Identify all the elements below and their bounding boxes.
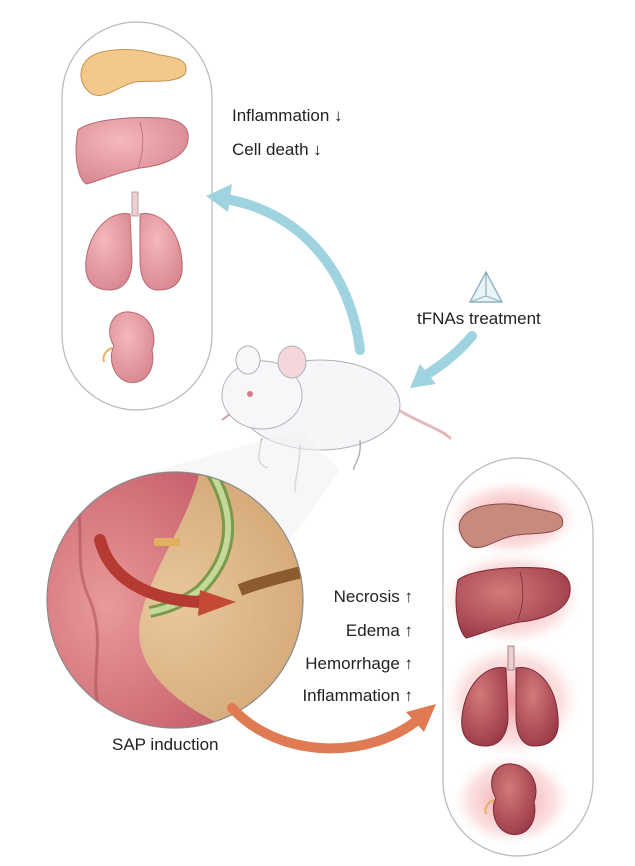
injured-pancreas xyxy=(458,503,564,549)
effect-label-cell-death-down: Cell death ↓ xyxy=(232,140,322,159)
injured-lung-right xyxy=(515,667,559,747)
treatment-label: tFNAs treatment xyxy=(417,309,541,328)
recovery-arrow xyxy=(215,193,365,355)
healthy-organs-panel xyxy=(61,21,213,411)
sap-induction-label: SAP induction xyxy=(112,735,219,754)
tetrahedral-dna-icon xyxy=(468,270,504,303)
effect-label-necrosis-up: Necrosis ↑ xyxy=(333,587,413,606)
treatment-arrow xyxy=(417,331,477,383)
healthy-kidney xyxy=(109,311,155,384)
pancreatic-duct-closeup xyxy=(46,471,304,729)
healthy-trachea xyxy=(131,191,139,217)
injured-lung-left xyxy=(461,667,509,747)
induction-arrow xyxy=(227,703,425,754)
healthy-liver xyxy=(75,117,189,185)
effect-label-inflammation-up: Inflammation ↑ xyxy=(302,686,413,705)
injured-kidney xyxy=(491,763,537,836)
effect-label-hemorrhage-up: Hemorrhage ↑ xyxy=(305,654,413,673)
effect-label-edema-up: Edema ↑ xyxy=(345,621,413,640)
effect-label-inflammation-down: Inflammation ↓ xyxy=(232,106,343,125)
injured-organs-panel xyxy=(438,457,594,857)
injured-trachea xyxy=(507,645,515,671)
healthy-lung-left xyxy=(85,213,133,291)
mouse-illustration xyxy=(221,345,452,493)
injured-liver xyxy=(455,567,571,639)
healthy-lung-right xyxy=(139,213,183,291)
healthy-pancreas xyxy=(80,49,187,96)
